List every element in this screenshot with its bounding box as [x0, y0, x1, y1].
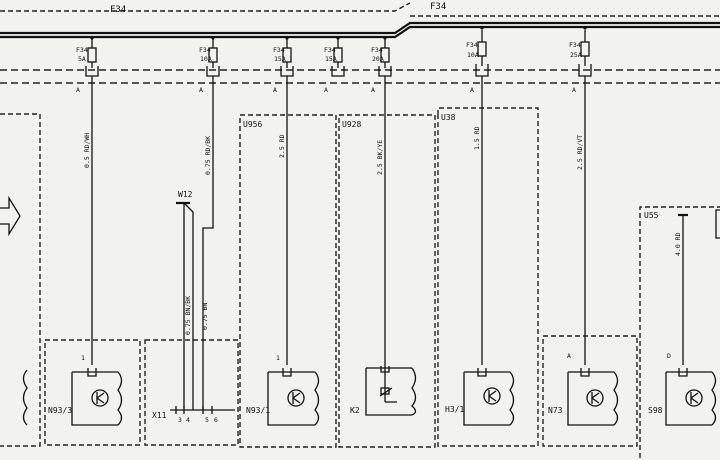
- fuse-3: [280, 36, 294, 365]
- fuse-2-rating: 10A: [200, 55, 212, 63]
- fuse-5-rating: 20A: [372, 55, 384, 63]
- ground-wire-a: 0.75 BN/BK: [184, 296, 192, 335]
- fuse-4-connector: A: [324, 86, 328, 94]
- component-h3-1: [463, 368, 515, 426]
- splice-label-u55: U55: [644, 211, 659, 220]
- fuse-2-wire: 0.75 RD/BK: [204, 136, 212, 175]
- fuse-2-id: F34: [199, 46, 211, 54]
- fuse-7: [578, 26, 592, 365]
- splice-label-u928: U928: [342, 120, 361, 129]
- fuse-7-rating: 25A: [570, 51, 582, 59]
- power-bus: [0, 2, 720, 39]
- n93-3-label: N93/3: [48, 406, 72, 415]
- fuse-6-wire: 1.5 RD: [473, 126, 481, 150]
- arrow-left-continuation-icon: [0, 195, 21, 237]
- ground-wire-b: 0.75 BN: [201, 303, 209, 330]
- x11-label: X11: [152, 411, 167, 420]
- component-box-n73: [542, 335, 638, 447]
- fuse-1: [85, 36, 99, 365]
- fuse-2: [202, 36, 220, 410]
- fuse-1-wire: 0.5 RD/WH: [83, 133, 91, 168]
- ground-label: W12: [178, 190, 193, 199]
- arrow-right-continuation-icon: [715, 209, 720, 239]
- fuse-5-wire: 2.5 BK/YE: [376, 140, 384, 175]
- splice-box-u55: [639, 206, 720, 458]
- fuse-3-id: F34: [273, 46, 285, 54]
- splice-label-u956: U956: [243, 120, 262, 129]
- component-k2: [365, 366, 417, 416]
- component-n73: [567, 368, 619, 426]
- x11-pin-3: 3: [178, 416, 182, 424]
- component-n93-3: [71, 368, 123, 426]
- bus-label-right: F34: [430, 2, 446, 12]
- component-s98: [665, 213, 717, 426]
- fuse-1-id: F34: [76, 46, 88, 54]
- fuse-3-rating: 15A: [274, 55, 286, 63]
- fuse-3-wire: 2.5 RD: [278, 134, 286, 158]
- fuse-6-connector: A: [470, 86, 474, 94]
- fuse-5-id: F34: [371, 46, 383, 54]
- fuse-4-rating: 15A: [325, 55, 337, 63]
- n73-label: N73: [548, 406, 563, 415]
- fuse-5-connector: A: [371, 86, 375, 94]
- n73-pin: A: [567, 352, 571, 360]
- fuse-6: [475, 26, 489, 365]
- n93-1-pin: 1: [276, 354, 280, 362]
- left-partial-component: [22, 369, 28, 426]
- fuse-6-id: F34: [466, 41, 478, 49]
- n93-1-label: N93/1: [246, 406, 270, 415]
- s98-pin: D: [667, 352, 671, 360]
- fuse-2-connector: A: [199, 86, 203, 94]
- x11-pin-6: 6: [214, 416, 218, 424]
- s98-label: S98: [648, 406, 663, 415]
- fuse-4-id: F34: [324, 46, 336, 54]
- fuse-7-id: F34: [569, 41, 581, 49]
- n93-3-pin: 1: [81, 354, 85, 362]
- fuse-7-wire: 2.5 RD/VT: [576, 135, 584, 170]
- component-box-n93-3: [44, 339, 141, 446]
- s98-wire: 4.0 RD: [674, 232, 682, 256]
- splice-label-u38: U38: [441, 113, 456, 122]
- splice-box-u38: [437, 107, 539, 447]
- fuse-3-connector: A: [273, 86, 277, 94]
- component-n93-1: [267, 368, 320, 426]
- x11-pin-4: 4: [186, 416, 190, 424]
- fuse-6-rating: 10A: [467, 51, 479, 59]
- splice-box-u956: [239, 114, 337, 448]
- splice-box-u928: [338, 114, 436, 448]
- fuse-7-connector: A: [572, 86, 576, 94]
- ground-w12: [176, 201, 194, 410]
- connector-x11: [170, 406, 235, 414]
- h3-1-label: H3/1: [445, 405, 464, 414]
- k2-label: K2: [350, 406, 360, 415]
- bus-label-left: F34: [110, 5, 126, 15]
- fuse-1-connector: A: [76, 86, 80, 94]
- fuse-5: [378, 36, 392, 382]
- fuse-1-rating: 5A: [78, 55, 86, 63]
- fuse-4: [331, 36, 345, 77]
- component-box-x11: [144, 339, 239, 446]
- x11-pin-5: 5: [205, 416, 209, 424]
- left-module-box: [0, 113, 41, 447]
